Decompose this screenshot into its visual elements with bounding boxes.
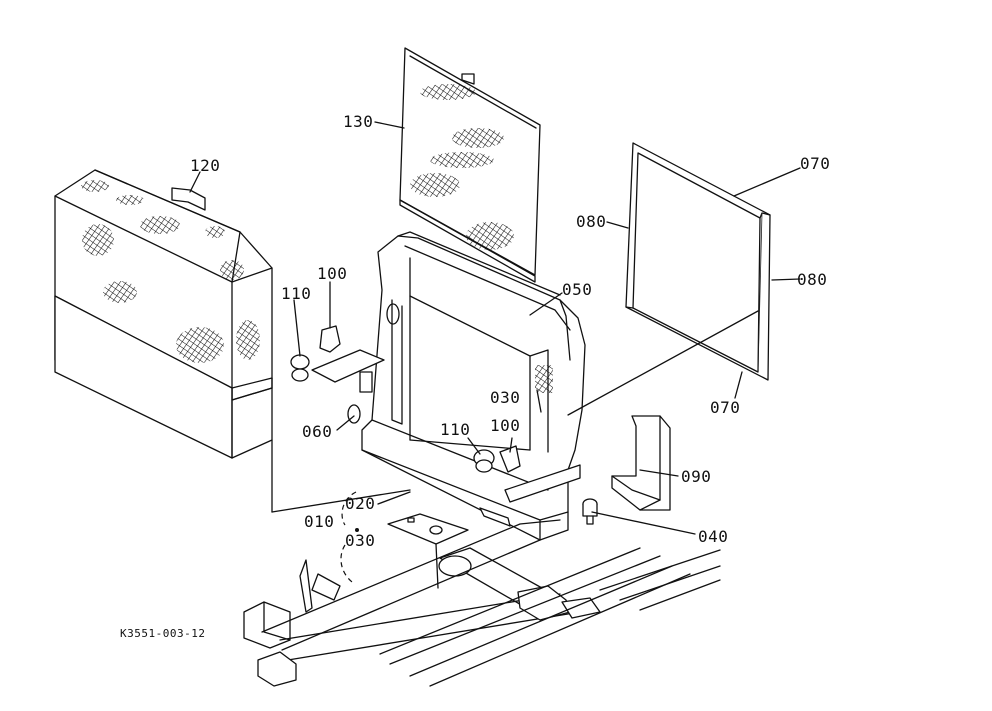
callout-010: 010: [304, 512, 335, 531]
leader-050: [529, 292, 563, 316]
leader-130: [374, 121, 405, 129]
leader-070-top: [733, 167, 801, 197]
leader-040: [591, 511, 696, 535]
leader-100-center: [509, 437, 513, 453]
leader-120: [189, 171, 201, 193]
leader-060: [336, 415, 355, 431]
leader-020: [377, 491, 411, 505]
part-100-110-left-bracket: [290, 325, 385, 424]
callout-050: 050: [562, 280, 593, 299]
part-020-plate: [387, 513, 469, 545]
callout-070-bottom: 070: [710, 398, 741, 417]
drawing-code: K3551-003-12: [120, 627, 206, 640]
leader-lines: [189, 121, 801, 589]
callout-130: 130: [343, 112, 374, 131]
callout-030-right: 030: [490, 388, 521, 407]
part-050-seat-frame: [361, 231, 586, 541]
leader-070-bottom: [734, 371, 743, 399]
leader-090: [639, 469, 679, 477]
part-070-080-window-frame: [625, 142, 771, 381]
group-bracket-010-bottom: [340, 544, 353, 583]
callout-080-left: 080: [576, 212, 607, 231]
callout-110-center: 110: [440, 420, 471, 439]
callout-030-left: 030: [345, 531, 376, 550]
leader-110-center: [467, 437, 481, 455]
callout-040: 040: [698, 527, 729, 546]
leader-080-right: [771, 278, 801, 281]
part-130-mesh-screen: [399, 47, 541, 283]
callout-080-right: 080: [797, 270, 828, 289]
callout-110-left: 110: [281, 284, 312, 303]
callout-060: 060: [302, 422, 333, 441]
leader-110-left: [293, 299, 301, 357]
part-100-110-center-bracket: [473, 445, 581, 503]
callout-100-center: 100: [490, 416, 521, 435]
base-rail-assembly: [243, 519, 721, 687]
callout-020: 020: [345, 494, 376, 513]
callout-070-top: 070: [800, 154, 831, 173]
callout-090: 090: [681, 467, 712, 486]
callout-100-left: 100: [317, 264, 348, 283]
leader-frame-to-window: [567, 310, 759, 416]
leader-030-right: [536, 389, 542, 413]
part-090-bracket: [611, 415, 671, 511]
part-120-canopy-box: [54, 169, 411, 513]
leader-080-left: [606, 221, 629, 229]
part-040-knob: [582, 498, 598, 525]
callout-120: 120: [190, 156, 221, 175]
bracket-dot: [355, 528, 359, 532]
group-bracket-010-top: [341, 491, 357, 526]
